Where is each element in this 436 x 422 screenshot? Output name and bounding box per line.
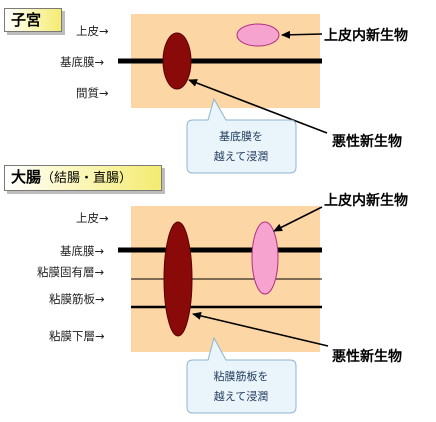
uterus-callout-bubble	[186, 97, 297, 174]
colon-intraepithelial-arrow	[273, 206, 323, 232]
colon-title: 大腸	[11, 168, 42, 186]
uterus-title: 子宮	[11, 11, 42, 29]
uterus-label-basement-membrane: 基底膜→	[60, 55, 104, 69]
colon-label-submucosa: 粘膜下層→	[49, 329, 105, 343]
colon-malignant-tumor	[163, 221, 193, 337]
colon-intraepithelial-label: 上皮内新生物	[324, 192, 408, 209]
uterus-malignant-arrow	[188, 79, 328, 134]
colon-callout-line-1: 粘膜筋板を	[214, 369, 269, 383]
uterus-callout-line-1: 基底膜を	[219, 129, 263, 143]
uterus-label-stroma: 間質→	[76, 86, 109, 100]
uterus-intraepithelial-lesion	[236, 23, 280, 47]
colon-malignant-arrow	[192, 311, 329, 347]
colon-label-epithelium: 上皮→	[76, 211, 109, 225]
uterus-malignant-label: 悪性新生物	[332, 133, 402, 150]
uterus-title-tab: 子宮	[4, 8, 62, 32]
colon-callout-line-2: 越えて浸潤	[214, 389, 268, 403]
colon-callout-bubble	[186, 336, 297, 414]
colon-label-basement-membrane: 基底膜→	[60, 244, 104, 258]
uterus-intraepithelial-arrow	[281, 30, 323, 39]
colon-intraepithelial-lesion	[251, 221, 279, 295]
uterus-callout-line-2: 越えて浸潤	[214, 149, 268, 163]
colon-title-tab: 大腸（結腸・直腸）	[4, 165, 162, 191]
uterus-malignant-tumor	[162, 32, 192, 90]
colon-subtitle: （結腸・直腸）	[41, 171, 133, 186]
uterus-intraepithelial-label: 上皮内新生物	[324, 27, 408, 44]
uterus-panel: 上皮→ 基底膜→ 間質→ 上皮内新生物 悪性新生物 基底膜を 越えて浸潤	[60, 14, 408, 174]
colon-label-lamina-propria: 粘膜固有層→	[37, 265, 104, 279]
uterus-label-epithelium: 上皮→	[76, 24, 109, 38]
colon-label-muscularis-mucosae: 粘膜筋板→	[49, 292, 105, 306]
colon-panel: 上皮→ 基底膜→ 粘膜固有層→ 粘膜筋板→ 粘膜下層→ 上皮内新生物 悪性新生物…	[37, 192, 408, 414]
colon-malignant-label: 悪性新生物	[332, 348, 402, 365]
